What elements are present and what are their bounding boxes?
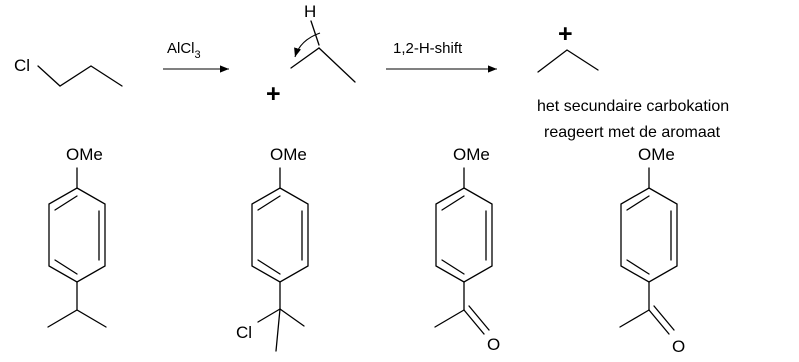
product-4-methoxyacetophenone: OMe O bbox=[619, 145, 685, 356]
methoxy-label: OMe bbox=[270, 145, 307, 164]
ring-double-bond-2 bbox=[257, 259, 281, 275]
isopropyl-group bbox=[47, 309, 107, 328]
product-molecules: OMe OMe Cl OMe bbox=[47, 145, 685, 356]
positive-charge-secondary: + bbox=[558, 20, 573, 48]
note-line-1: het secundaire carbokation bbox=[537, 98, 729, 115]
positive-charge-primary: + bbox=[266, 80, 281, 108]
alcl3-reagent-label: AlCl3 bbox=[167, 40, 201, 61]
ch-bond bbox=[310, 20, 320, 46]
methoxy-label: OMe bbox=[638, 145, 675, 164]
carbonyl-bond-a bbox=[648, 309, 670, 335]
ring-double-bond-3 bbox=[441, 195, 465, 211]
alcl3-subscript: 3 bbox=[195, 49, 201, 61]
ring-double-bond-2 bbox=[54, 259, 78, 275]
product-2-chloro-compound: OMe Cl bbox=[236, 145, 309, 352]
primary-carbocation: H + bbox=[266, 2, 356, 108]
hydride-shift-label: 1,2-H-shift bbox=[393, 40, 463, 57]
carbonyl-oxygen-label: O bbox=[487, 335, 500, 354]
secondary-carbocation: + bbox=[537, 20, 599, 73]
product-1-isopropylanisole: OMe bbox=[47, 145, 107, 328]
hydrogen-label: H bbox=[304, 2, 316, 21]
propyl-chain bbox=[37, 65, 123, 87]
chlorine-label: Cl bbox=[14, 56, 30, 75]
benzene-ring bbox=[620, 187, 678, 283]
benzene-ring bbox=[435, 187, 493, 283]
cation-skeleton bbox=[290, 47, 356, 83]
alcl3-main: AlCl bbox=[167, 40, 195, 57]
acetyl-methyl-bond bbox=[619, 309, 650, 328]
ring-double-bond-3 bbox=[54, 195, 78, 211]
carbonyl-bond-b bbox=[653, 305, 675, 331]
ring-double-bond-3 bbox=[626, 195, 650, 211]
ring-double-bond-2 bbox=[441, 259, 465, 275]
chlorine-label: Cl bbox=[236, 323, 252, 342]
isopropyl-cation-skeleton bbox=[537, 49, 599, 73]
product-3-methoxyacetophenone: OMe O bbox=[434, 145, 500, 354]
methyl-bond-down bbox=[275, 308, 281, 352]
ring-double-bond-2 bbox=[626, 259, 650, 275]
benzene-ring bbox=[251, 187, 309, 283]
acetyl-methyl-bond bbox=[434, 309, 465, 328]
reaction-arrow-2: 1,2-H-shift bbox=[386, 40, 497, 73]
carbonyl-bond-a bbox=[463, 309, 485, 335]
methoxy-label: OMe bbox=[66, 145, 103, 164]
propyl-chloride: Cl bbox=[14, 56, 123, 87]
benzene-ring bbox=[48, 187, 106, 283]
reaction-arrow-1: AlCl3 bbox=[163, 40, 229, 73]
note-line-2: reageert met de aromaat bbox=[544, 124, 721, 141]
c-cl-bond bbox=[257, 308, 281, 323]
carbonyl-bond-b bbox=[468, 305, 490, 331]
hydride-shift-curly-arrow bbox=[294, 32, 321, 58]
methoxy-label: OMe bbox=[453, 145, 490, 164]
methyl-bond-right bbox=[279, 308, 305, 327]
ring-double-bond-3 bbox=[257, 195, 281, 211]
carbonyl-oxygen-label: O bbox=[672, 337, 685, 356]
carbocation-note: het secundaire carbokation reageert met … bbox=[537, 98, 729, 141]
